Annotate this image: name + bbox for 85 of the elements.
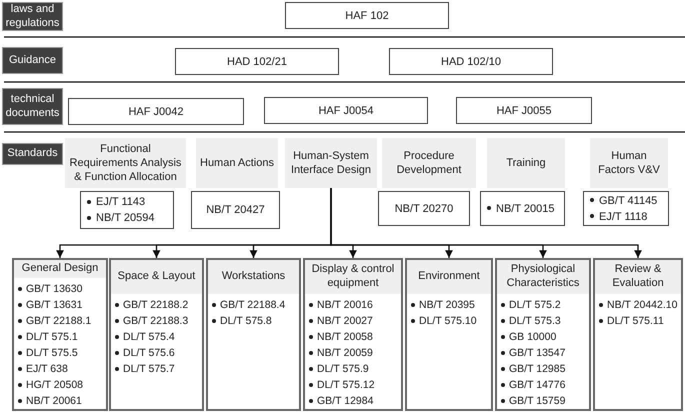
topic-title: Training [506,156,546,170]
standard-code: GB 10000 [509,331,556,343]
standard-code: EJ/T 638 [26,363,68,375]
standard-code: GB/T 13547 [509,347,566,359]
document-box [175,48,339,75]
category-panel [593,258,683,411]
document-code: HAF 102 [345,10,389,22]
row-label-text: technical documents [4,92,60,120]
category-panel [12,258,108,411]
row-label [2,143,63,165]
standard-code: DL/T 575.11 [607,315,664,327]
topic-title: Human Actions [200,156,274,170]
standard-code: DL/T 575.4 [123,331,175,343]
standard-code: GB/T 22188.1 [26,315,92,327]
category-panel [495,258,591,411]
standard-code: DL/T 575.9 [317,363,369,375]
topic-title: Functional Requirements Analysis & Function Allocation [68,142,182,184]
category-heading: General Design [14,260,106,278]
category-panel [206,258,301,411]
document-box [456,97,592,124]
document-code: HAF J0042 [128,106,184,118]
standard-code: NB/T 20395 [419,299,475,311]
standard-code: GB/T 22188.2 [123,299,188,311]
standard-code: GB/T 15759 [509,395,566,407]
category-heading: Space & Layout [111,260,202,294]
standard-code: DL/T 575.7 [123,363,175,375]
standard-code: DL/T 575.8 [220,315,272,327]
standard-code: NB/T 20061 [26,395,82,407]
standard-code: GB/T 14776 [509,379,566,391]
standard-code: DL/T 575.5 [26,347,78,359]
row-label-text: Guidance [8,54,56,68]
category-panel [109,258,204,411]
category-panel [303,258,403,411]
document-code: HAD 102/10 [441,56,501,68]
standard-code: NB/T 20442.10 [607,299,678,311]
document-code: HAD 102/21 [227,56,287,68]
category-heading: Environment [407,260,491,294]
standard-code: EJ/T 1118 [599,210,648,222]
standard-code: GB/T 41145 [599,194,658,206]
category-heading: Workstations [208,260,299,294]
category-heading: Display & control equipment [305,260,401,294]
standard-code: NB/T 20058 [317,331,373,343]
document-code: HAF J0055 [496,104,552,116]
standards-list-box [583,191,669,226]
standard-code: GB/T 22188.3 [123,315,188,327]
standards-list-box [480,191,565,226]
standard-code: DL/T 575.6 [123,347,175,359]
topic-title: Human-System Interface Design [290,148,372,178]
standard-code: NB/T 20015 [496,202,555,214]
row-label-text: laws and regulations [4,2,60,30]
standard-code: GB/T 13631 [26,299,82,311]
standards-list-box [378,191,470,226]
standard-code: GB/T 13630 [26,283,82,295]
topic-title: Procedure Development [396,148,462,178]
standard-code: NB/T 20016 [317,299,373,311]
row-label-text: Standards [7,147,58,161]
document-box [285,2,449,29]
standard-code: GB/T 12984 [317,395,374,407]
standard-code: DL/T 575.3 [509,315,561,327]
standard-code: NB/T 20027 [317,315,373,327]
document-box [68,98,244,125]
standard-code: DL/T 575.10 [419,315,477,327]
topic-header [285,138,377,188]
standard-code: NB/T 20270 [394,202,454,214]
standard-code: GB/T 12985 [509,363,566,375]
standard-code: NB/T 20059 [317,347,373,359]
standard-code: DL/T 575.12 [317,379,375,391]
standard-code: DL/T 575.1 [26,331,78,343]
standard-code: GB/T 22188.4 [220,299,286,311]
standards-list-box [191,191,280,229]
document-box [389,48,553,75]
arrow [330,188,642,258]
standard-code: NB/T 20594 [96,212,155,224]
category-heading: Review & Evaluation [595,260,681,294]
category-heading: Physiological Characteristics [497,260,589,294]
category-panel [405,258,493,411]
standard-code: HG/T 20508 [26,379,84,391]
row-label [2,47,63,74]
standard-code: EJ/T 1143 [96,196,146,208]
document-code: HAF J0054 [318,104,374,116]
standard-code: NB/T 20427 [206,204,265,216]
topic-title: Human Factors V&V [597,148,661,178]
standards-list-box [80,191,174,229]
document-box [264,97,428,124]
standard-code: DL/T 575.2 [509,299,561,311]
